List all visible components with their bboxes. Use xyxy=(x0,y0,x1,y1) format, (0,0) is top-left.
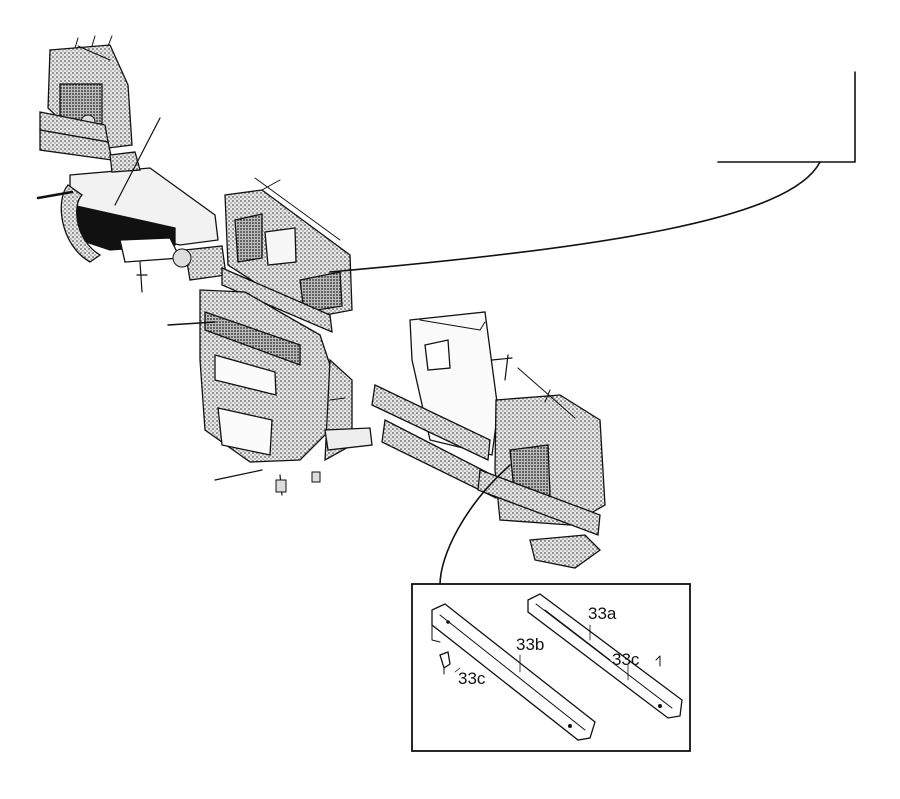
trim-strip-33a xyxy=(527,593,683,719)
top-left-vent-assembly xyxy=(39,35,133,161)
label-33c-right: 33c xyxy=(612,650,640,669)
clip-33c-left xyxy=(439,651,451,675)
label-leaders xyxy=(454,624,629,681)
trim-strip-33b xyxy=(431,603,596,741)
callout-lines xyxy=(329,71,856,586)
label-33b: 33b xyxy=(516,635,544,654)
label-33a: 33a xyxy=(588,604,617,623)
inset-detail-box: 33a 33b 33c 33c xyxy=(411,583,691,752)
clip-33c-right xyxy=(655,655,661,667)
label-33c-left: 33c xyxy=(458,669,486,688)
lower-center-console xyxy=(167,289,373,496)
center-vent-housing xyxy=(221,177,353,334)
column-shroud-assembly xyxy=(36,117,227,293)
right-side-panel-assembly xyxy=(371,311,606,569)
